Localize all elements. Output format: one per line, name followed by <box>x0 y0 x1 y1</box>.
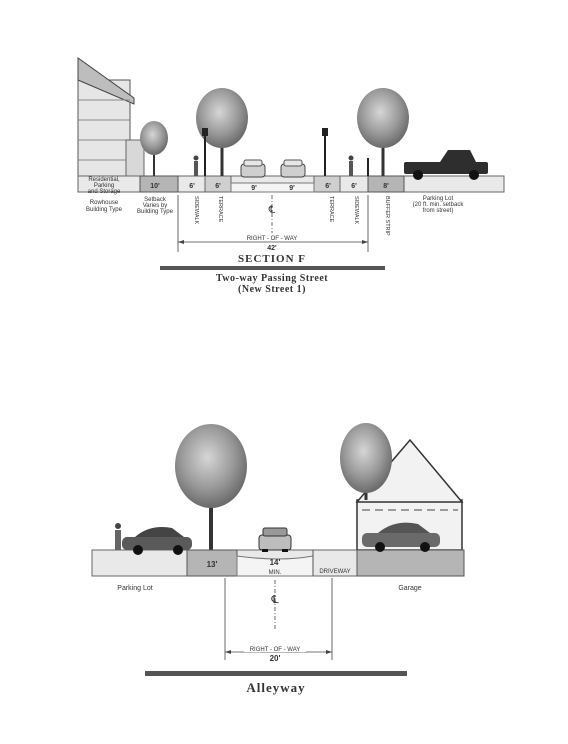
right-of-way-value: 20' <box>270 654 281 663</box>
tree-icon <box>357 88 409 176</box>
svg-text:Building Type: Building Type <box>86 207 123 213</box>
right-of-way-label: RIGHT - OF - WAY <box>247 236 298 242</box>
width-label: 10' <box>150 183 160 190</box>
alleyway-diagram: 13' 14' MIN. DRIVEWAY Parking Lot Garage… <box>91 423 465 695</box>
section-title: SECTION F <box>238 253 306 265</box>
centerline-symbol: ℄ <box>270 594 278 606</box>
width-label: 13' <box>207 560 218 569</box>
width-label: 6' <box>215 183 221 190</box>
buffer-strip-label: BUFFER STRIP <box>384 196 390 236</box>
sidewalk-label: SIDEWALK <box>353 196 359 225</box>
svg-text:from street): from street) <box>423 208 454 214</box>
car-icon <box>362 522 440 552</box>
car-icon <box>240 159 266 178</box>
terrace-label: TERRACE <box>217 196 223 223</box>
right-of-way-value: 42' <box>267 245 277 252</box>
setback-label: Setback Varies by Building Type <box>137 197 174 215</box>
svg-text:Building Type: Building Type <box>137 209 174 215</box>
width-label: 14' <box>270 558 281 567</box>
street-title: Two-way Passing Street <box>216 273 328 284</box>
rowhouse-building-illustration <box>77 57 145 177</box>
parking-lot-label: Parking Lot (20 ft. min. setback from st… <box>413 196 465 214</box>
width-label: 6' <box>351 183 357 190</box>
min-label: MIN. <box>269 570 282 576</box>
pedestrian-icon <box>193 155 199 176</box>
driveway-label: DRIVEWAY <box>319 569 350 575</box>
parking-lot-label: Parking Lot <box>117 585 152 592</box>
buffer-strip-zone <box>367 175 405 193</box>
street-subtitle: (New Street 1) <box>238 284 306 295</box>
alley-terrace-zone <box>186 549 238 577</box>
sidebar-label-sidewalk: SIDEWALK <box>193 196 199 225</box>
tree-icon <box>175 424 247 550</box>
width-label: 6' <box>189 183 195 190</box>
svg-text:Rowhouse: Rowhouse <box>90 200 119 206</box>
svg-text:and Storage: and Storage <box>88 189 121 195</box>
street-lamp-icon <box>202 128 208 176</box>
pedestrian-icon <box>115 523 121 550</box>
right-of-way-dimension: RIGHT - OF - WAY 20' <box>224 578 333 663</box>
alleyway-title: Alleyway <box>246 680 305 695</box>
svg-text:Parking Lot: Parking Lot <box>423 196 454 202</box>
roadway <box>230 182 315 193</box>
centerline-symbol: ℄ <box>268 205 276 216</box>
rowhouse-label: Rowhouse Building Type <box>86 200 123 213</box>
svg-text:Varies by: Varies by <box>143 203 168 209</box>
car-icon <box>280 159 306 178</box>
svg-text:Parking: Parking <box>94 183 114 189</box>
pedestrian-icon <box>348 155 354 176</box>
title-divider <box>145 671 407 676</box>
garage-label: Garage <box>398 585 421 592</box>
width-label: 9' <box>289 185 295 192</box>
width-labels: 10' 6' 6' 9' 9' 6' 6' 8' <box>150 183 389 192</box>
right-of-way-dimension: RIGHT - OF - WAY 42' <box>177 195 369 252</box>
residential-label: Residential, Parking and Storage <box>88 177 121 195</box>
garage-zone <box>356 549 465 577</box>
width-label: 8' <box>383 183 389 190</box>
svg-text:(20 ft. min. setback: (20 ft. min. setback <box>413 202 465 208</box>
right-of-way-label: RIGHT - OF - WAY <box>250 647 301 653</box>
terrace-label: TERRACE <box>328 196 334 223</box>
tree-icon <box>196 88 248 176</box>
car-icon <box>122 527 192 555</box>
car-icon <box>258 527 292 552</box>
tree-icon <box>340 423 392 500</box>
section-f-diagram: Residential, Parking and Storage Rowhous… <box>77 57 505 295</box>
svg-text:Residential,: Residential, <box>88 177 120 183</box>
width-label: 9' <box>251 185 257 192</box>
svg-text:Setback: Setback <box>144 197 167 203</box>
tree-icon <box>140 121 168 176</box>
title-divider <box>160 266 385 270</box>
pickup-truck-icon <box>404 150 488 180</box>
width-label: 6' <box>325 183 331 190</box>
street-lamp-icon <box>322 128 328 176</box>
